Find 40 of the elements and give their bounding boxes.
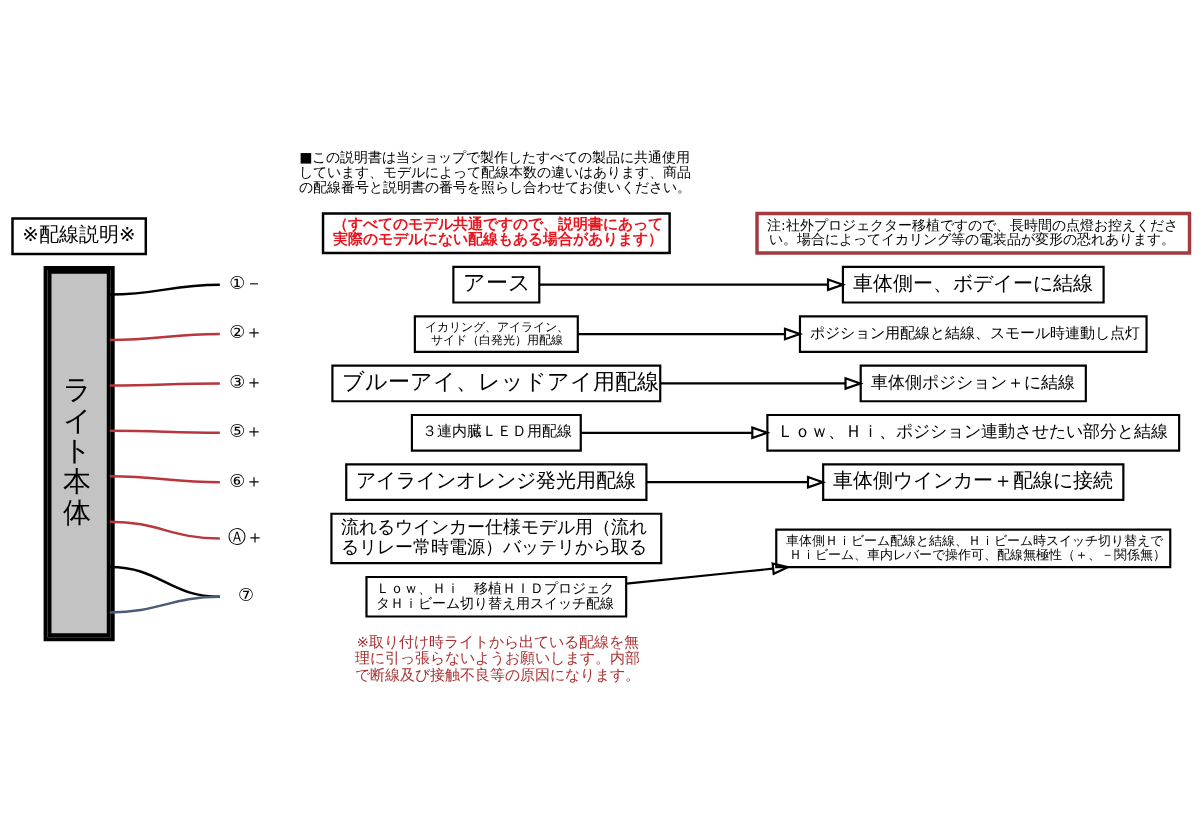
node-box: ３連内臓ＬＥＤ用配線 [410,413,582,452]
node-box: 注:社外プロジェクター移植ですので、長時間の点燈お控えください。場合によってイカリング等の電装品が変形の恐れあります。 [755,211,1192,255]
label: ※取り付け時ライトから出ている配線を無理に引っ張らないようお願いします。内部で断線及び接触不良等の原因になります。 [355,632,641,684]
node-box: ポジション用配線と結線、スモール時連動し点灯 [798,315,1148,353]
arrow [646,475,827,489]
node-box: アース [452,265,541,304]
node-box: アイラインオレンジ発光用配線 [345,463,648,502]
node-text: ⑤＋ [229,421,264,442]
node-box: 車体側ー、ボデイーに結線 [841,265,1105,304]
connector [109,520,220,540]
node-box: Ｌｏｗ、Ｈｉ 移植ＨＩＤプロジェクタＨｉビーム切り替え用スイッチ配線 [365,575,628,618]
node-text: ⑦ [238,585,255,606]
connector [109,595,220,614]
node-text: ①－ [229,273,264,294]
arrow [539,278,847,292]
node-box: 車体側ポジション＋に結線 [859,364,1087,403]
connector [109,283,220,296]
arrow [577,327,804,341]
node-box: 流れるウインカー仕様モデル用（流れるリレー常時電源）バッテリから取る [330,512,663,565]
label: ■この説明書は当ショップで製作したすべての製品に共通使用しています、モデルによって配線本数の違いはあります、商品の配線番号と説明書の番号を照らし合わせてお使いください。 [298,148,691,195]
connector [109,429,220,435]
node-box: ライト本体 [43,265,115,642]
node-box: ※配線説明※ [11,217,148,256]
node-box: ブルーアイ、レッドアイ用配線 [331,364,662,403]
node-box: イカリング、アイライン、サイド（白発光）用配線 [413,315,579,353]
node-box: 車体側ウインカー＋配線に接続 [822,463,1125,502]
arrow [660,376,864,391]
node-text: ③＋ [229,371,264,392]
node-text: Ⓐ＋ [228,526,265,547]
connector [109,565,220,598]
connector [109,332,220,342]
connector [109,382,220,387]
node-box: 車体側Ｈｉビーム配線と結線、Ｈｉビーム時スイッチ切り替えでＨｉビーム、車内レバーで操作可、配線無極性（＋、－関係無） [775,528,1172,569]
node-box: （すべてのモデル共通ですので、説明書にあって実際のモデルにない配線もある場合があります） [321,212,671,255]
node-box: Ｌｏｗ、Ｈｉ、ポジション連動させたい部分と結線 [766,413,1181,452]
arrow [626,562,792,585]
node-text: ②＋ [229,322,264,343]
connector [109,475,220,484]
arrow [580,426,771,440]
node-text: ⑥＋ [229,470,264,491]
